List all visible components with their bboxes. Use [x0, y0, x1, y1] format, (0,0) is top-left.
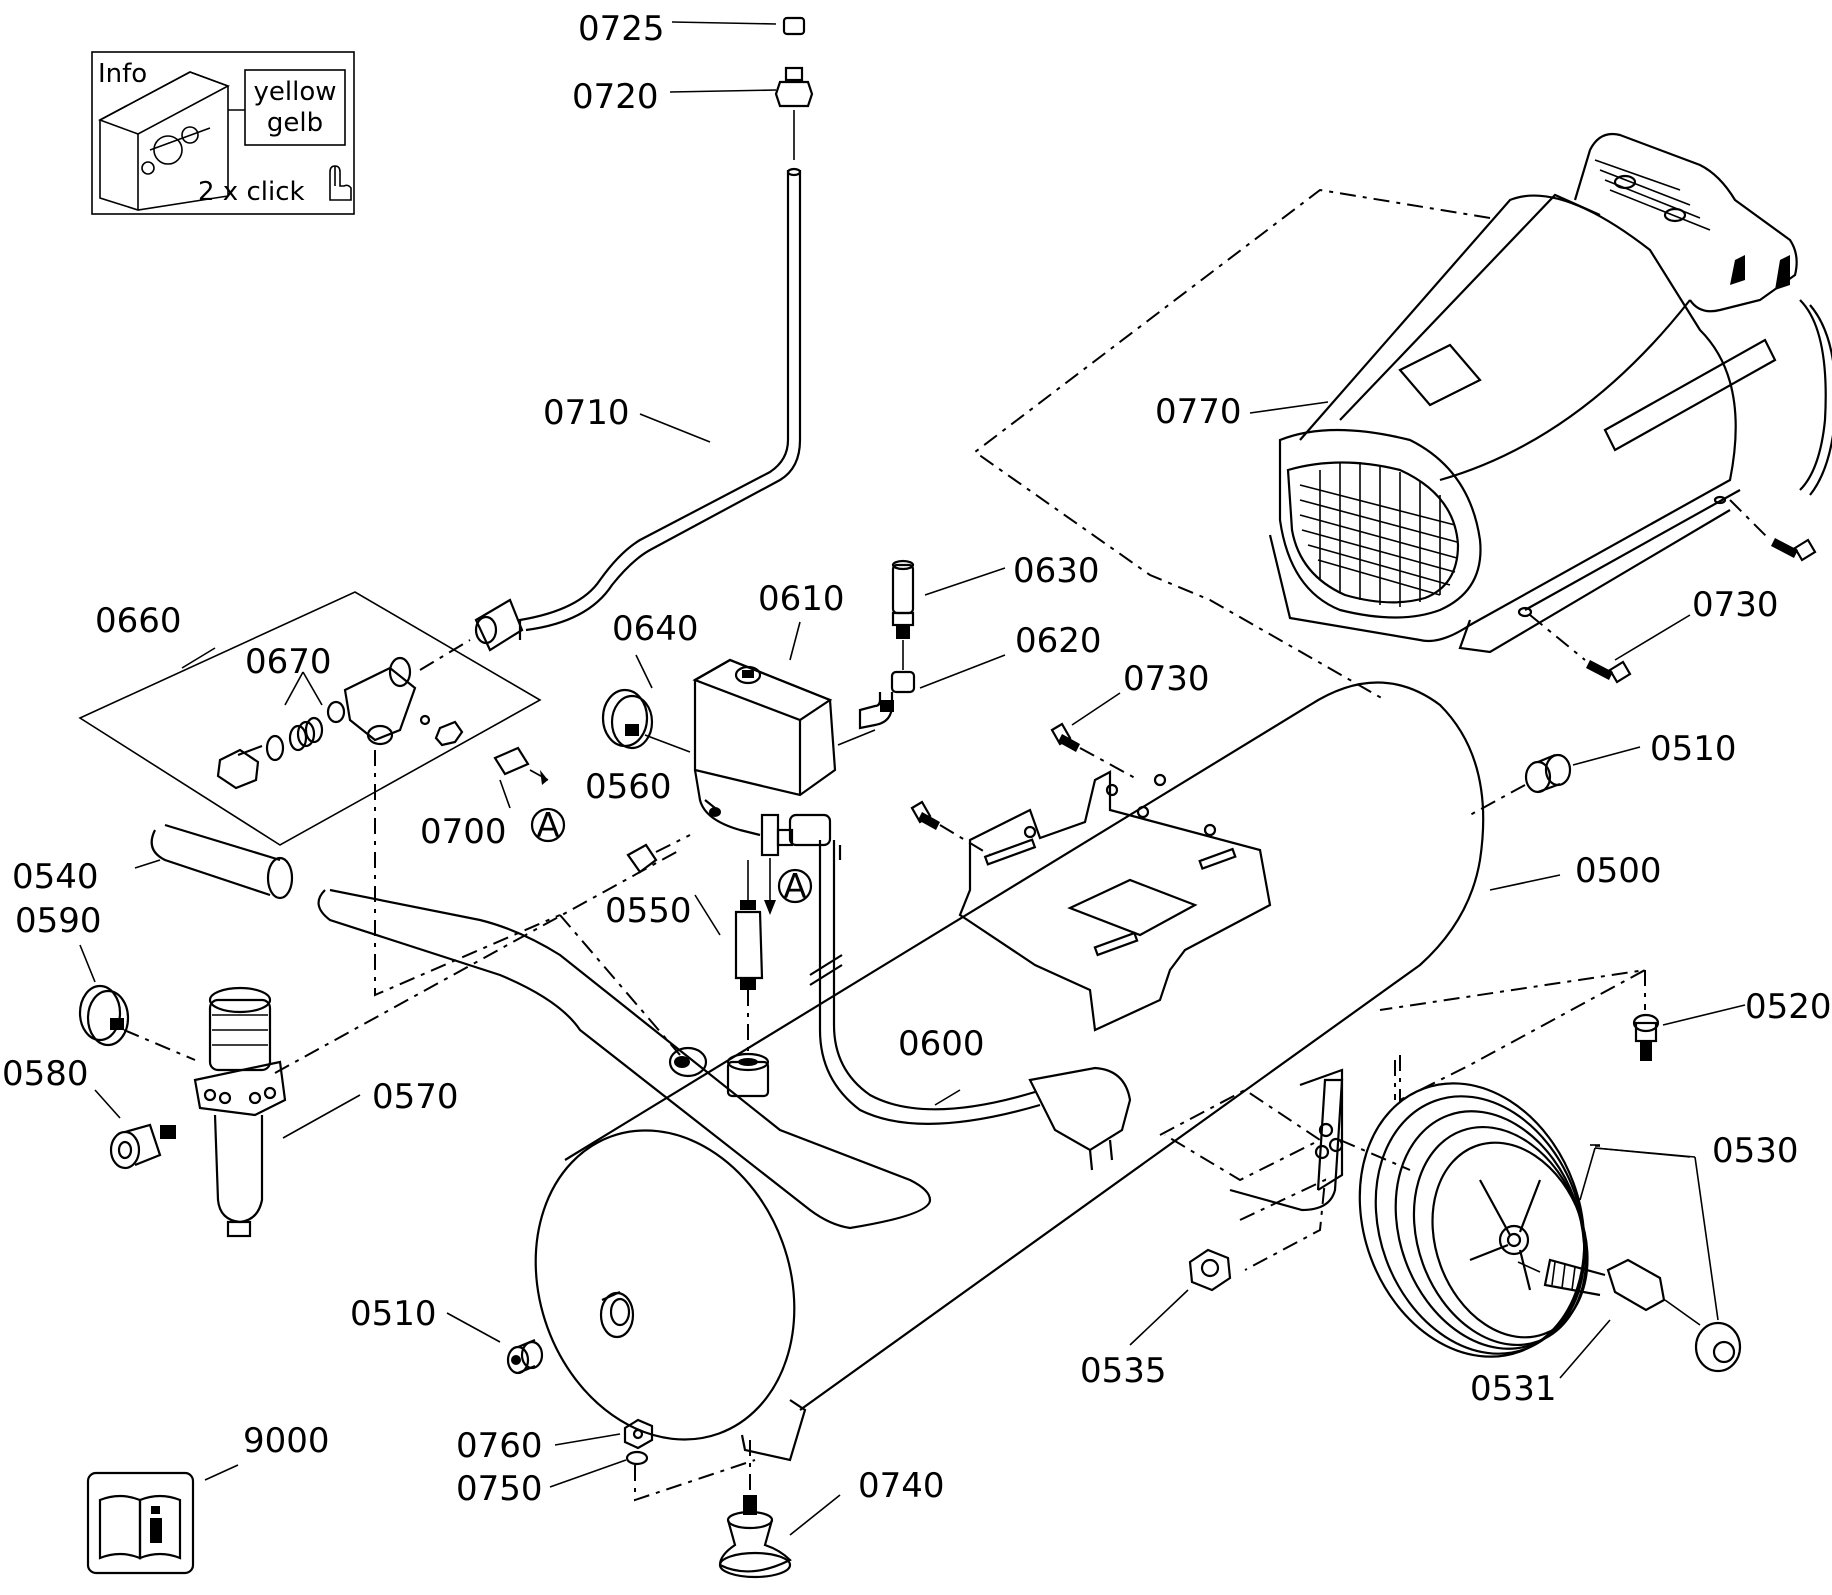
hand-pointer-icon — [329, 165, 352, 201]
label-0750[interactable]: 0750 — [456, 1469, 543, 1509]
label-0670[interactable]: 0670 — [245, 642, 332, 682]
safety-valve-assembly[interactable] — [78, 591, 681, 1056]
label-0730-plate[interactable]: 0730 — [1123, 659, 1210, 699]
label-0590[interactable]: 0590 — [15, 901, 102, 941]
screw-0730-motor[interactable] — [1529, 499, 1817, 684]
axle-bolt[interactable] — [1517, 1258, 1701, 1326]
label-0660[interactable]: 0660 — [95, 601, 182, 641]
label-0530[interactable]: 0530 — [1712, 1131, 1799, 1171]
label-0700[interactable]: 0700 — [420, 812, 507, 852]
label-0580[interactable]: 0580 — [2, 1054, 89, 1094]
washer-0750[interactable] — [625, 1450, 756, 1502]
leader-lines — [79, 21, 1746, 1536]
label-0720[interactable]: 0720 — [572, 77, 659, 117]
label-0730-motor[interactable]: 0730 — [1692, 585, 1779, 625]
label-0535[interactable]: 0535 — [1080, 1351, 1167, 1391]
screw-0730-plate[interactable] — [910, 722, 1136, 856]
marker-a-2: A — [777, 867, 813, 907]
info-title: Info — [98, 59, 147, 89]
pressure-gauge[interactable] — [78, 984, 196, 1061]
label-0520[interactable]: 0520 — [1745, 987, 1832, 1027]
label-0630[interactable]: 0630 — [1013, 551, 1100, 591]
filter-regulator[interactable] — [193, 849, 681, 1238]
label-0710[interactable]: 0710 — [543, 393, 630, 433]
handle-bar[interactable] — [150, 823, 932, 1230]
check-valve-0520[interactable] — [1379, 969, 1660, 1102]
svg-text:A: A — [536, 806, 559, 846]
label-9000[interactable]: 9000 — [243, 1421, 330, 1461]
info-box[interactable]: Info yellow gelb 2 x click — [91, 51, 355, 215]
wheel[interactable] — [1323, 1052, 1622, 1389]
label-0531[interactable]: 0531 — [1470, 1369, 1557, 1409]
color-label-de: gelb — [267, 108, 323, 138]
power-cable[interactable] — [809, 840, 1132, 1171]
pressure-switch[interactable] — [692, 658, 837, 857]
motor-mount-plate[interactable] — [958, 770, 1272, 1032]
label-0560[interactable]: 0560 — [585, 767, 672, 807]
label-0510-bottom[interactable]: 0510 — [350, 1294, 437, 1334]
manual-book-icon[interactable] — [86, 1471, 195, 1575]
unloader-valve[interactable] — [891, 559, 915, 670]
label-0620[interactable]: 0620 — [1015, 621, 1102, 661]
label-0740[interactable]: 0740 — [858, 1466, 945, 1506]
switch-knob[interactable] — [601, 688, 691, 753]
quick-coupling[interactable] — [109, 1123, 176, 1170]
svg-text:A: A — [783, 867, 806, 907]
fitting-0725[interactable] — [782, 16, 806, 36]
elbow-fitting[interactable] — [837, 670, 916, 746]
rubber-foot[interactable] — [718, 1440, 792, 1579]
air-tank[interactable] — [493, 681, 1485, 1477]
nut-0760[interactable] — [623, 1418, 654, 1450]
part-labels: 0725 0720 0710 0770 0730 0730 0660 0670 … — [2, 9, 1832, 1509]
motor-cover[interactable] — [973, 132, 1832, 701]
label-0640[interactable]: 0640 — [612, 609, 699, 649]
label-0510-top[interactable]: 0510 — [1650, 729, 1737, 769]
label-0725[interactable]: 0725 — [578, 9, 665, 49]
label-0770[interactable]: 0770 — [1155, 392, 1242, 432]
drain-plug-top[interactable] — [1469, 753, 1572, 816]
label-0760[interactable]: 0760 — [456, 1426, 543, 1466]
pressure-pipe[interactable] — [474, 167, 802, 652]
connector-screw[interactable] — [734, 860, 764, 1058]
nut-0535[interactable] — [1159, 1088, 1327, 1292]
color-legend-box — [244, 69, 346, 146]
label-0600[interactable]: 0600 — [898, 1024, 985, 1064]
marker-a-1: A — [530, 806, 566, 846]
label-0610[interactable]: 0610 — [758, 579, 845, 619]
wheel-cap[interactable] — [1694, 1321, 1742, 1373]
fitting-0720[interactable] — [774, 66, 814, 160]
nipple-0560[interactable] — [626, 834, 691, 874]
drain-plug-bottom[interactable] — [506, 1338, 544, 1375]
info-thumbnail — [98, 71, 230, 211]
label-0550[interactable]: 0550 — [605, 891, 692, 931]
label-0500[interactable]: 0500 — [1575, 851, 1662, 891]
info-action-text: 2 x click — [198, 177, 305, 207]
label-0570[interactable]: 0570 — [372, 1077, 459, 1117]
label-0540[interactable]: 0540 — [12, 857, 99, 897]
color-label-en: yellow — [253, 77, 336, 107]
